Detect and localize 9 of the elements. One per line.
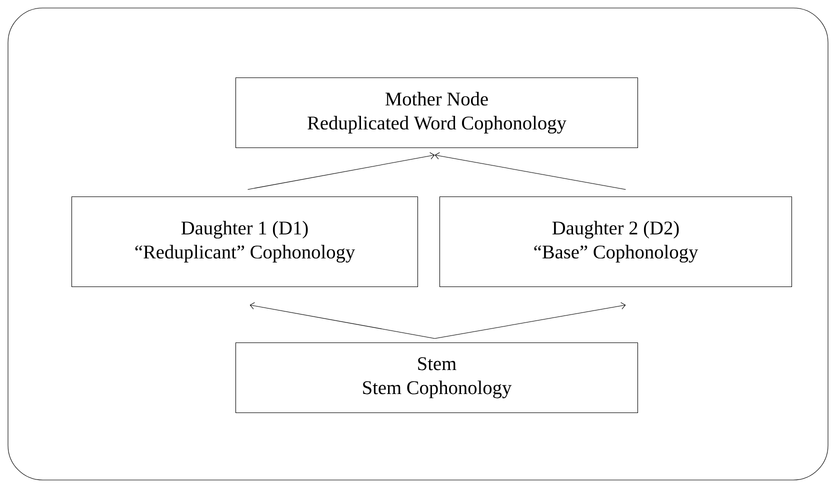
arrow <box>250 302 435 339</box>
cophonology-box: Stem Stem Cophonology <box>235 342 638 413</box>
arrow <box>434 152 626 190</box>
frame <box>8 8 828 480</box>
cophonology-box: Daughter 1 (D1) “Reduplicant” Cophonology <box>71 196 418 287</box>
arrow <box>247 152 435 190</box>
cophonology-box: Daughter 2 (D2) “Base” Cophonology <box>439 196 792 287</box>
arrow <box>434 302 626 339</box>
cophonology-box: Mother Node Reduplicated Word Cophonology <box>235 77 638 148</box>
